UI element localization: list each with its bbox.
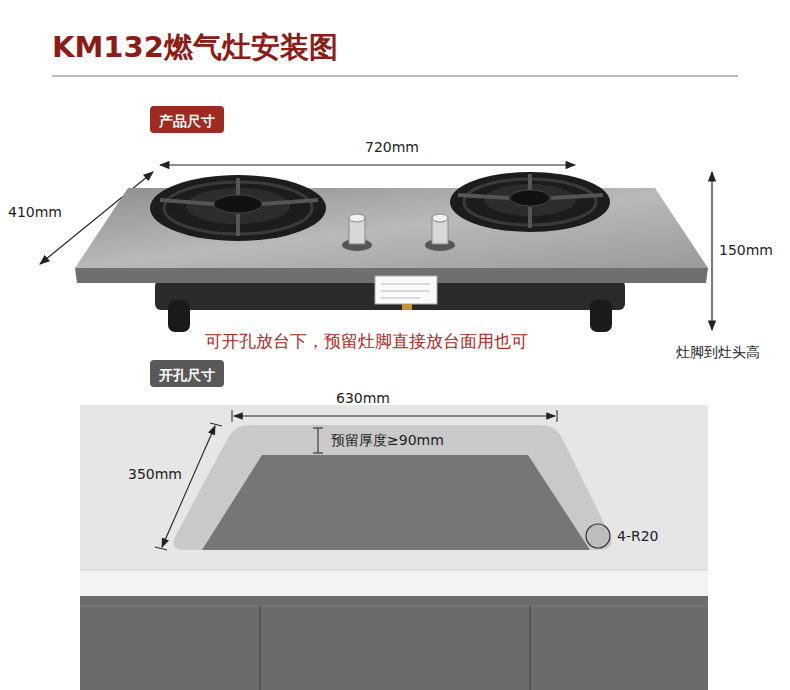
- tag-text: 开孔尺寸: [159, 367, 215, 384]
- countertop: [80, 405, 708, 690]
- thickness-note: 预留厚度≥90mm: [331, 432, 444, 449]
- dimension-label: 410mm: [6, 204, 64, 221]
- height-dimension: [711, 172, 712, 330]
- diagram-title: KM132燃气灶安装图: [52, 30, 338, 65]
- dimension-label: 720mm: [365, 139, 419, 156]
- section-tag: 产品尺寸: [150, 106, 224, 133]
- width-dimension: [160, 164, 575, 165]
- cutout-dimensions: [155, 410, 557, 550]
- corner-radius-mark: [586, 524, 610, 548]
- dimension-label: 630mm: [336, 390, 390, 407]
- cutout-hole: [202, 455, 590, 550]
- title-rule: [52, 76, 738, 77]
- dimension-label: 150mm: [719, 242, 773, 259]
- cutout-rim: [174, 425, 612, 550]
- install-note: 可开孔放台下，预留灶脚直接放台面用也可: [205, 331, 528, 351]
- section-tag: 开孔尺寸: [150, 360, 224, 387]
- dimension-label: 350mm: [128, 466, 182, 483]
- control-knobs: [342, 214, 455, 251]
- tag-text: 产品尺寸: [159, 113, 215, 130]
- right-burner: [450, 172, 610, 232]
- dimension-note: 灶脚到灶头高: [676, 344, 760, 361]
- radius-label: 4-R20: [617, 528, 659, 545]
- left-burner: [150, 175, 326, 241]
